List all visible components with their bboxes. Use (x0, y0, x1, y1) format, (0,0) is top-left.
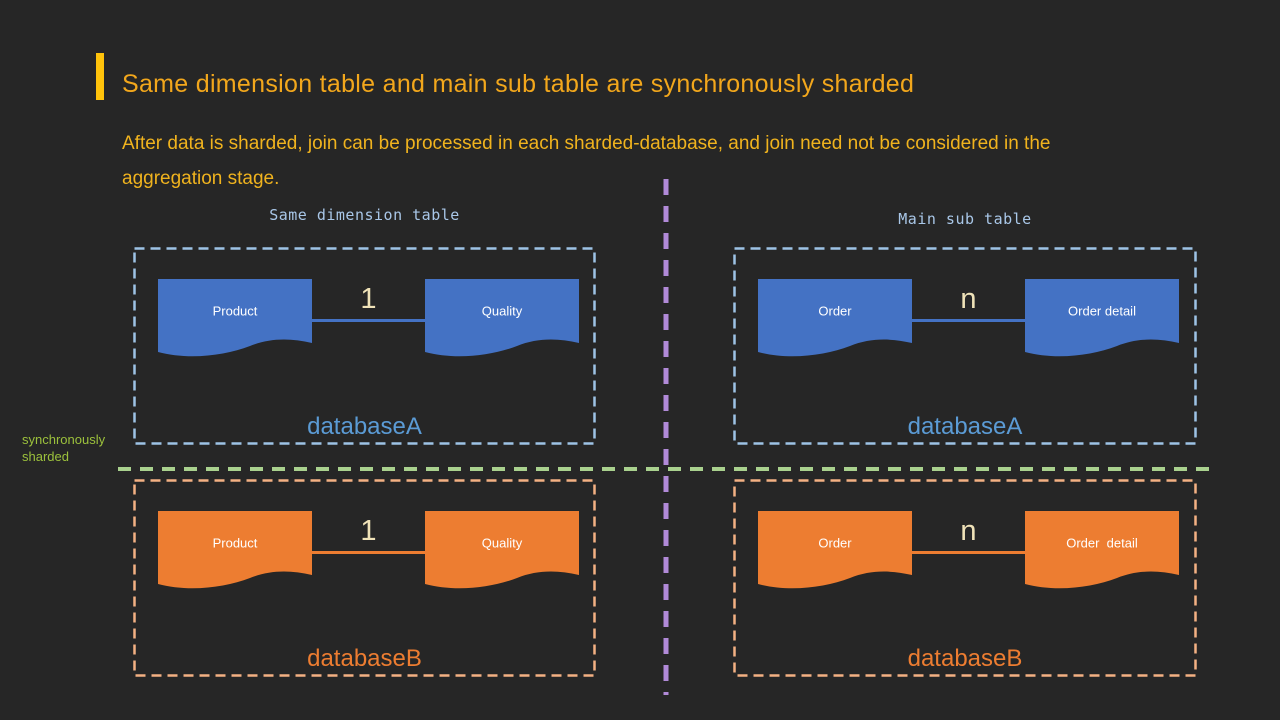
cardinality-label: n (960, 283, 977, 315)
database-panel-same-dim-b: Product 1 Quality databaseB (133, 479, 596, 677)
slide-subtitle-line2: aggregation stage. (122, 168, 280, 189)
table-label: Product (212, 535, 258, 551)
quality-table-shape: Quality (425, 279, 579, 361)
document-shape-icon (1025, 279, 1179, 357)
database-label: databaseB (907, 645, 1023, 672)
document-shape-icon (758, 511, 912, 589)
document-shape-icon (158, 279, 312, 357)
database-label: databaseA (307, 413, 422, 440)
table-label: Order (818, 535, 852, 551)
product-table-shape: Product (158, 279, 312, 361)
right-section-header: Main sub table (898, 210, 1032, 228)
product-table-shape: Product (158, 511, 312, 593)
table-label: Order detail (1066, 535, 1138, 551)
relation-connector (312, 551, 425, 554)
table-label: Order (818, 303, 852, 319)
cardinality-label: 1 (360, 515, 377, 547)
relation-connector (912, 319, 1025, 322)
orange-dashed-border (133, 479, 596, 677)
database-label: databaseB (307, 645, 422, 672)
blue-dashed-border (733, 247, 1197, 445)
orange-dashed-border (733, 479, 1197, 677)
left-section-header: Same dimension table (269, 206, 460, 224)
slide-title: Same dimension table and main sub table … (122, 70, 915, 98)
document-shape-icon (425, 279, 579, 357)
slide-subtitle-line1: After data is sharded, join can be proce… (122, 133, 1051, 154)
green-dashed-line (118, 467, 1213, 471)
relation-connector (312, 319, 425, 322)
table-label: Order detail (1068, 303, 1136, 319)
quality-table-shape: Quality (425, 511, 579, 593)
sharding-divider-line (116, 460, 1216, 478)
document-shape-icon (425, 511, 579, 589)
order-table-shape: Order (758, 279, 912, 361)
document-shape-icon (158, 511, 312, 589)
table-label: Quality (481, 303, 523, 319)
database-label: databaseA (907, 413, 1023, 440)
document-shape-icon (758, 279, 912, 357)
title-accent-bar (96, 53, 104, 100)
table-label: Quality (481, 535, 523, 551)
purple-dashed-line (663, 179, 669, 695)
order-detail-table-shape: Order detail (1025, 511, 1179, 593)
database-panel-same-dim-a: Product 1 Quality databaseA (133, 247, 596, 445)
sync-sharded-note: synchronously sharded (22, 432, 106, 464)
order-detail-table-shape: Order detail (1025, 279, 1179, 361)
table-label: Product (212, 303, 258, 319)
database-panel-main-sub-b: Order n Order detail databaseB (733, 479, 1197, 677)
slide-subtitle: After data is sharded, join can be proce… (122, 126, 1050, 196)
order-table-shape: Order (758, 511, 912, 593)
section-divider-line (661, 177, 671, 702)
document-shape-icon (1025, 511, 1179, 589)
blue-dashed-border (133, 247, 596, 445)
relation-connector (912, 551, 1025, 554)
cardinality-label: 1 (360, 283, 377, 315)
database-panel-main-sub-a: Order n Order detail databaseA (733, 247, 1197, 445)
cardinality-label: n (960, 515, 977, 547)
